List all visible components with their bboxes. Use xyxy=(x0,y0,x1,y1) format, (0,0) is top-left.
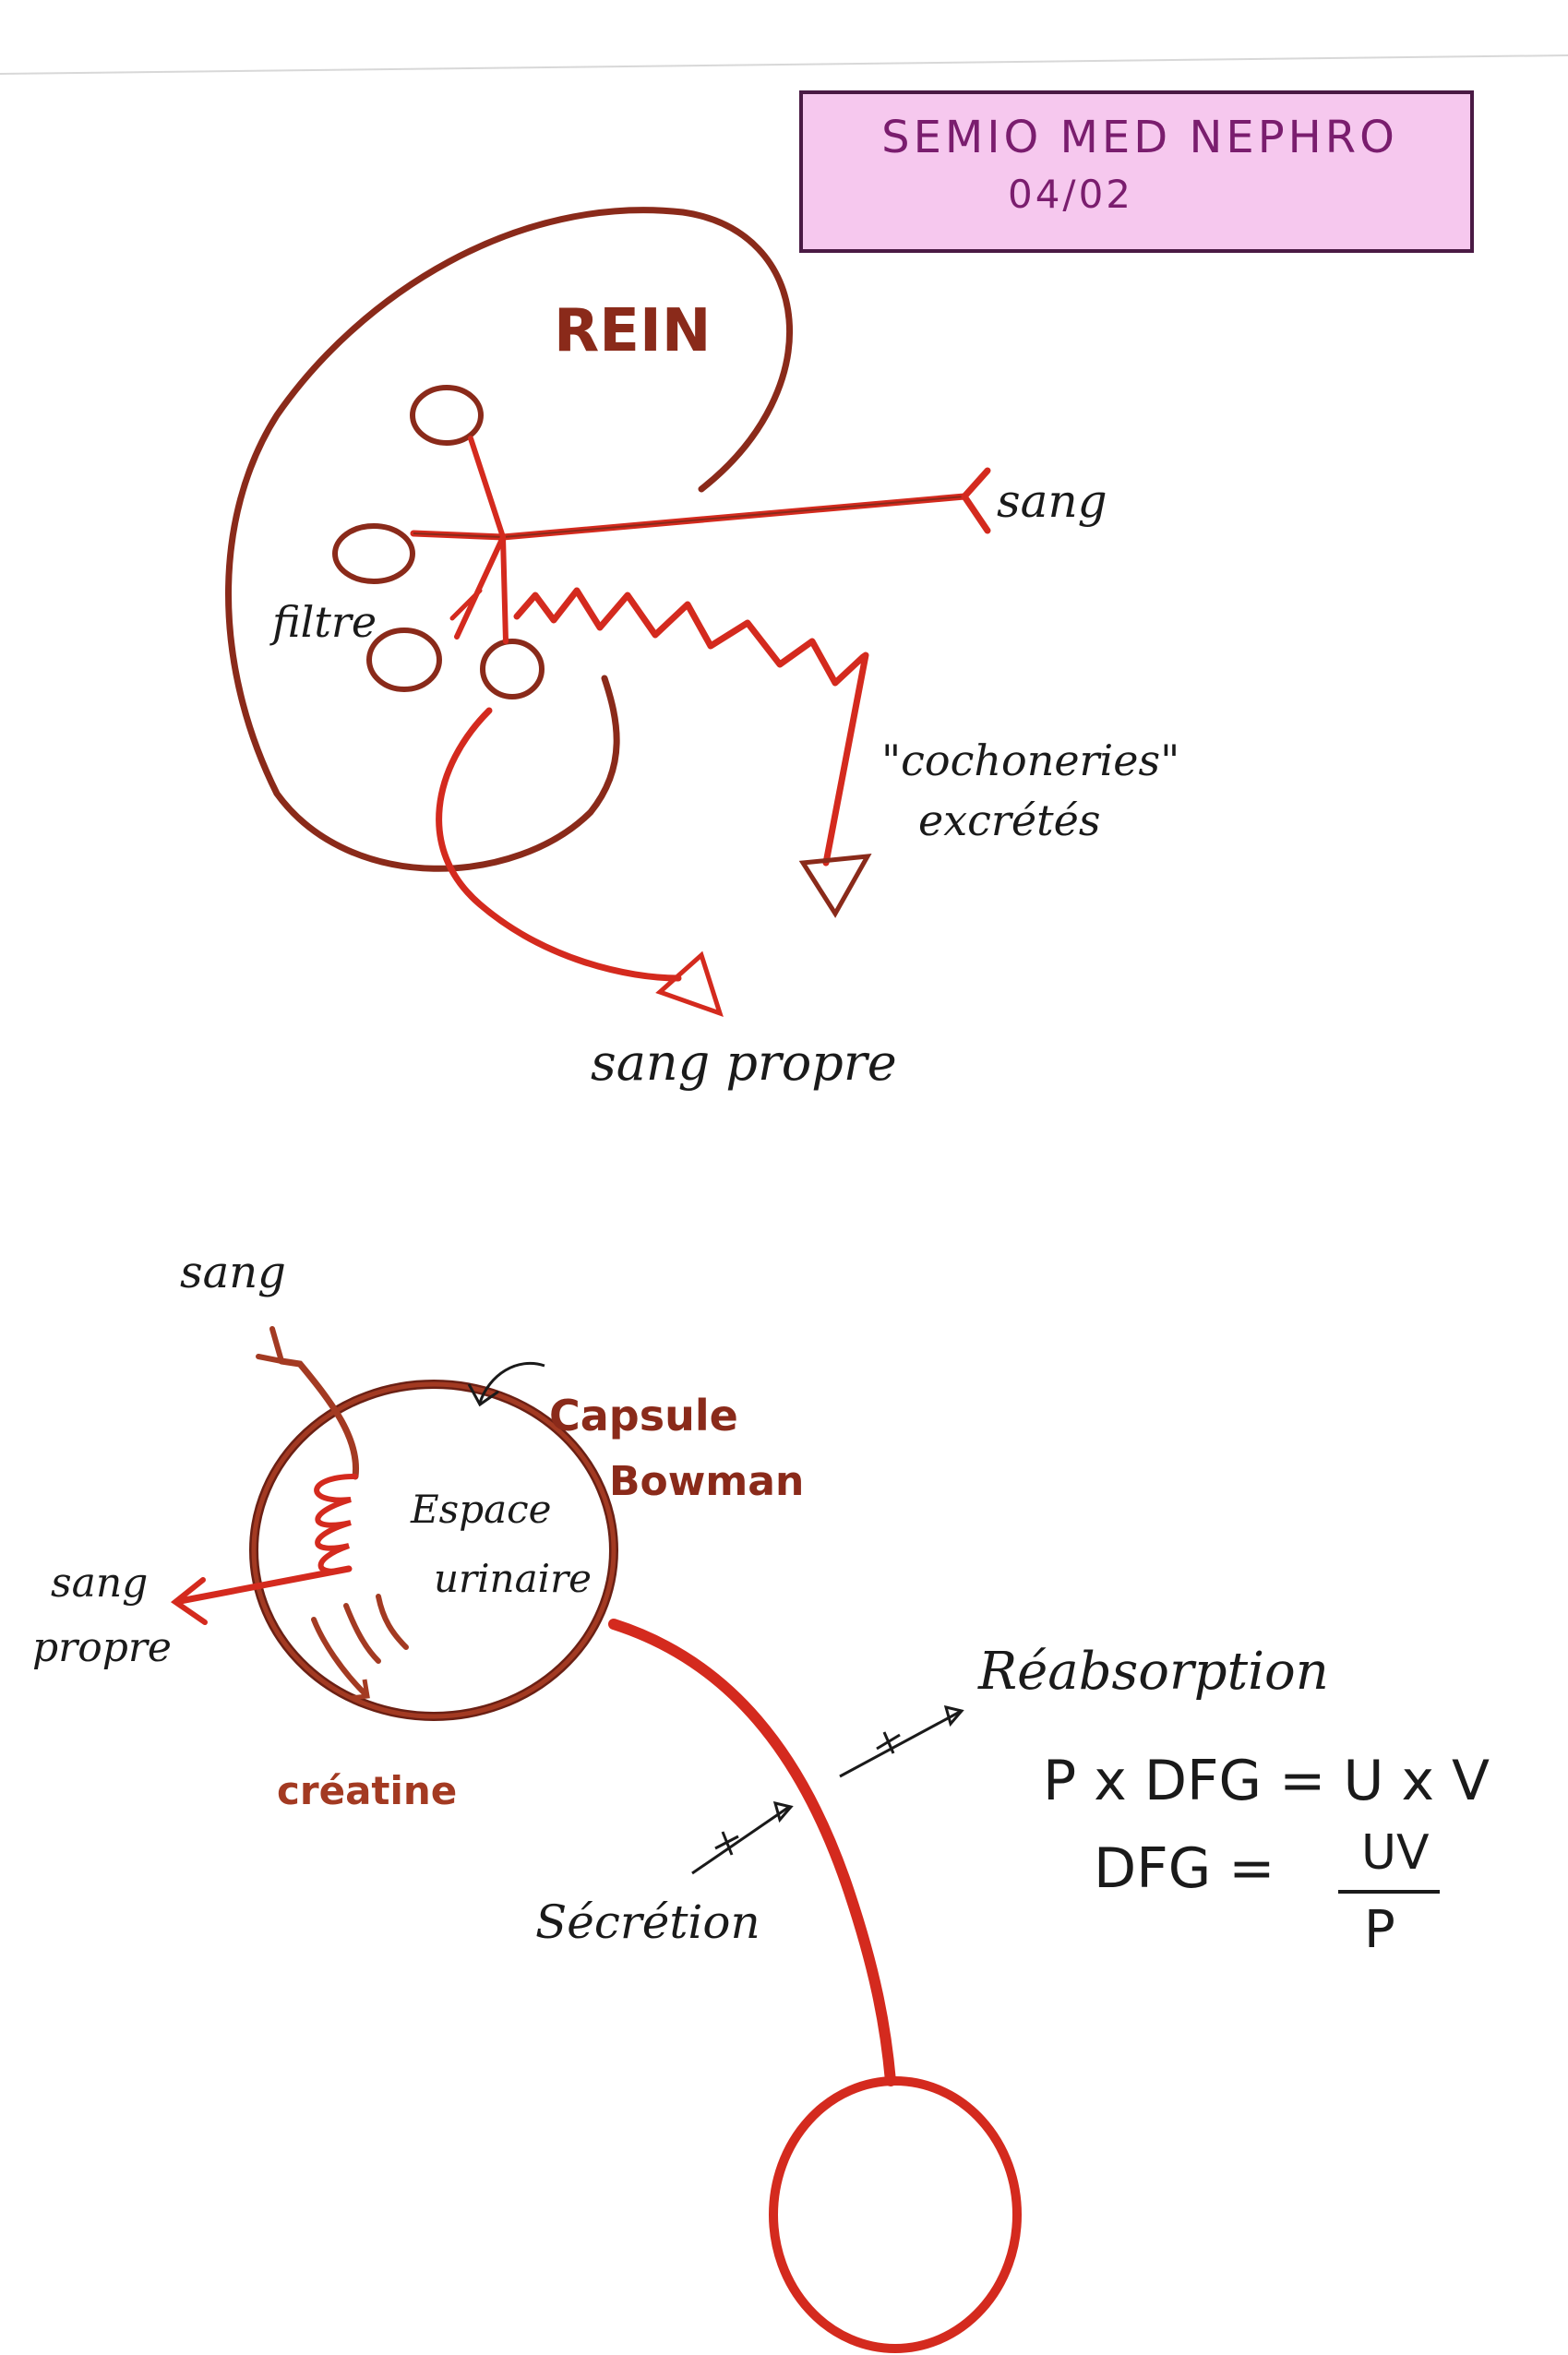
capsule-label-1: Capsule xyxy=(549,1391,738,1440)
branch-top xyxy=(468,436,506,540)
glomerulus-bottom-left xyxy=(366,628,442,692)
formula-1: P x DFG = U x V xyxy=(1043,1749,1490,1813)
nephron-diagram: sang Capsule Bowman Espace urinaire sang… xyxy=(32,1247,1490,2353)
secretion-arrow xyxy=(691,1805,790,1875)
reabsorption-arrowhead xyxy=(943,1704,964,1727)
branch-bottom xyxy=(500,534,509,644)
filter-label: filtre xyxy=(269,597,377,647)
efferent-vessel xyxy=(176,1565,353,1605)
reabsorption-arrow xyxy=(839,1710,961,1778)
formula-2-denominator: P xyxy=(1364,1900,1395,1960)
filtration-arrow-3 xyxy=(376,1594,409,1650)
creatine-label: créatine xyxy=(277,1768,457,1813)
kidney-label: REIN xyxy=(554,297,711,365)
waste-arrowhead xyxy=(798,854,872,918)
waste-label-1: "cochoneries" xyxy=(881,735,1179,785)
artery-input-fork xyxy=(961,467,991,534)
secretion-arrowhead xyxy=(772,1800,794,1823)
afferent-vessel xyxy=(278,1357,360,1480)
nephron-input-label: sang xyxy=(180,1247,286,1298)
filtration-arrow-1 xyxy=(311,1617,367,1696)
space-label-2: urinaire xyxy=(434,1556,592,1601)
secretion-label: Sécrétion xyxy=(535,1895,760,1949)
branch-small xyxy=(449,588,483,621)
efferent-arrowhead xyxy=(170,1577,208,1625)
header-border xyxy=(799,90,1474,253)
kidney-diagram: REIN sang filtre "coch xyxy=(225,207,1179,1092)
secretion-cross xyxy=(714,1831,739,1856)
afferent-vessel-fork xyxy=(256,1326,286,1365)
header-title: SEMIO MED NEPHRO xyxy=(881,112,1398,163)
capsule-pointer xyxy=(478,1361,545,1404)
capsule-label-2: Bowman xyxy=(609,1458,804,1505)
collecting-end xyxy=(769,2076,1022,2353)
capsule-pointer-head xyxy=(467,1383,499,1407)
space-label-1: Espace xyxy=(410,1487,552,1532)
waste-duct xyxy=(513,587,869,867)
header-box: SEMIO MED NEPHRO 04/02 xyxy=(799,90,1474,253)
waste-label-2: excrétés xyxy=(918,795,1100,845)
formula-2-left: DFG = xyxy=(1094,1836,1275,1901)
reabsorption-cross xyxy=(876,1731,901,1754)
clean-blood-label: sang propre xyxy=(591,1034,897,1092)
paper-edge xyxy=(0,54,1568,75)
filtration-arrowhead-1 xyxy=(350,1679,370,1701)
formula-2-numerator: UV xyxy=(1361,1825,1430,1881)
kidney-outline xyxy=(225,207,793,872)
clean-blood-arrowhead xyxy=(655,950,724,1018)
glomerulus-top xyxy=(410,385,484,446)
kidney-input-label: sang xyxy=(997,474,1107,528)
filtration-arrow-2 xyxy=(343,1603,381,1664)
nephron-output-label-1: sang xyxy=(51,1560,148,1607)
reabsorption-label: Réabsorption xyxy=(977,1642,1329,1702)
glomerulus-left xyxy=(332,523,415,584)
nephron-output-label-2: propre xyxy=(32,1624,172,1671)
bowman-capsule-inner xyxy=(251,1381,616,1719)
header-date: 04/02 xyxy=(1008,172,1133,217)
header-highlight xyxy=(801,92,1472,251)
glomerulus-bottom xyxy=(480,639,545,699)
renal-tubule xyxy=(608,1619,896,2086)
glomerulus-coil xyxy=(314,1474,358,1574)
clean-blood-vein xyxy=(436,707,682,982)
branch-bottom-left xyxy=(454,534,506,640)
